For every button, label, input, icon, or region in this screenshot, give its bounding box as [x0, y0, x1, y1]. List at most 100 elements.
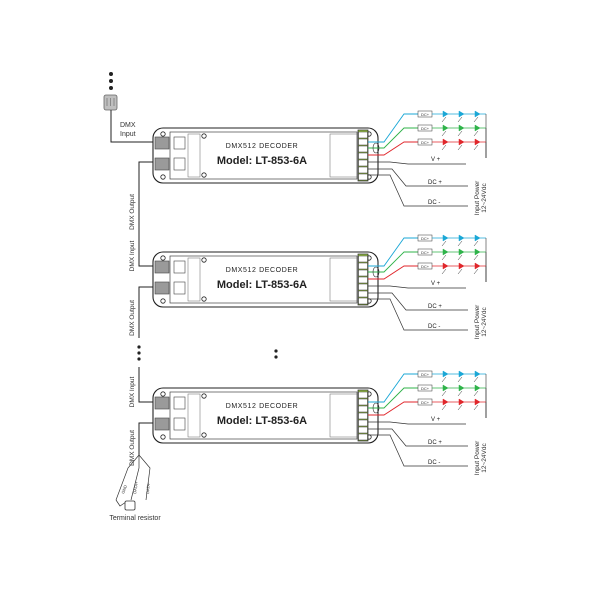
led-icon [474, 384, 481, 392]
led-icon [458, 262, 465, 270]
channel-wire [368, 113, 418, 143]
led-lead [457, 130, 463, 137]
continuation-dot [109, 79, 113, 83]
rj45-port [154, 136, 170, 150]
continuation-dot [137, 351, 141, 355]
resistor-lead-label: GND [120, 484, 128, 494]
led-icon [458, 138, 465, 146]
channel-wire [368, 251, 418, 273]
vplus-wire [368, 285, 466, 289]
led-lead [441, 116, 447, 123]
led-icon [458, 234, 465, 242]
led-lead [457, 144, 463, 151]
input-power-label: Input Power [474, 180, 481, 216]
led-lead [441, 390, 447, 397]
led-lead [473, 240, 479, 247]
dmx-output-label: DMX Output [129, 300, 136, 336]
led-lead [473, 130, 479, 137]
wire-tie-icon [372, 402, 380, 414]
led-icon [474, 262, 481, 270]
screw-terminal [358, 297, 368, 305]
mount-hole-icon [201, 393, 207, 399]
rj45-jack [173, 281, 186, 295]
led-icon [474, 370, 481, 378]
led-dc-label: DC+ [421, 112, 430, 117]
led-lead [457, 240, 463, 247]
led-lead [473, 116, 479, 123]
wire-tie-icon [372, 266, 380, 278]
input-power-label: Input Power [474, 304, 481, 340]
rj45-jack [173, 417, 186, 431]
led-lead [457, 268, 463, 275]
led-dc-label: DC+ [421, 372, 430, 377]
channel-label-area [329, 257, 359, 302]
led-lead [457, 116, 463, 123]
channel-wire [368, 373, 418, 403]
screw-icon [160, 298, 166, 304]
led-dc-label: DC+ [421, 140, 430, 145]
dc-plus-label: DC + [428, 304, 442, 310]
screw-terminal [358, 412, 368, 420]
dc-plus-wire [368, 292, 468, 311]
screw-terminal [358, 145, 368, 153]
led-lead [441, 240, 447, 247]
screw-terminal [358, 131, 368, 139]
dmx-source: DMX Input [103, 72, 170, 143]
screw-terminal [358, 283, 368, 291]
led-lead [457, 390, 463, 397]
channel-wire [368, 237, 418, 267]
led-lead [473, 376, 479, 383]
dc-minus-wire [368, 174, 468, 207]
dmx-input-label: DMX [120, 122, 136, 129]
rj45-port [154, 260, 170, 274]
led-lead [441, 130, 447, 137]
rj45-jack [173, 396, 186, 410]
led-lead [441, 268, 447, 275]
led-icon [442, 370, 449, 378]
led-dc-label: DC+ [421, 264, 430, 269]
dmx-input-label: Input [120, 131, 136, 138]
led-lead [473, 390, 479, 397]
led-lead [441, 404, 447, 411]
screw-icon [160, 174, 166, 180]
screw-terminal [358, 398, 368, 406]
rj45-port [154, 281, 170, 295]
screw-terminal [358, 269, 368, 277]
led-lead [473, 404, 479, 411]
resistor-lead-label: DATA+ [132, 480, 139, 494]
led-icon [458, 398, 465, 406]
decoder-model: Model: LT-853-6A [217, 415, 307, 427]
led-icon [474, 138, 481, 146]
led-icon [442, 262, 449, 270]
rj45-port [154, 396, 170, 410]
screw-terminal [358, 419, 368, 427]
led-dc-label: DC+ [421, 400, 430, 405]
vplus-label: V + [431, 157, 441, 163]
dc-minus-wire [368, 434, 468, 467]
terminal-resistor-label: Terminal resistor [109, 515, 161, 522]
dc-minus-label: DC - [428, 324, 440, 330]
address-switch [187, 133, 201, 178]
screw-terminal [358, 262, 368, 270]
decoder-model: Model: LT-853-6A [217, 279, 307, 291]
decoder-panel [169, 255, 358, 304]
continuation-dot [137, 345, 141, 349]
dc-minus-label: DC - [428, 200, 440, 206]
led-dc-label: DC+ [421, 386, 430, 391]
channel-wire [368, 141, 418, 156]
screw-terminal [358, 159, 368, 167]
decoder-panel [169, 131, 358, 180]
resistor-lead-label: DATA- [145, 482, 151, 494]
input-power-label: Input Power [474, 440, 481, 476]
led-icon [442, 138, 449, 146]
screw-icon [160, 131, 166, 137]
screw-terminal [358, 391, 368, 399]
led-dc-label: DC+ [421, 236, 430, 241]
input-power-range: 12~24Vdc [481, 183, 488, 213]
screw-terminal [358, 290, 368, 298]
dc-minus-label: DC - [428, 460, 440, 466]
dmx-input-label: DMX Input [129, 376, 136, 407]
dmx-input-label: DMX Input [129, 240, 136, 271]
